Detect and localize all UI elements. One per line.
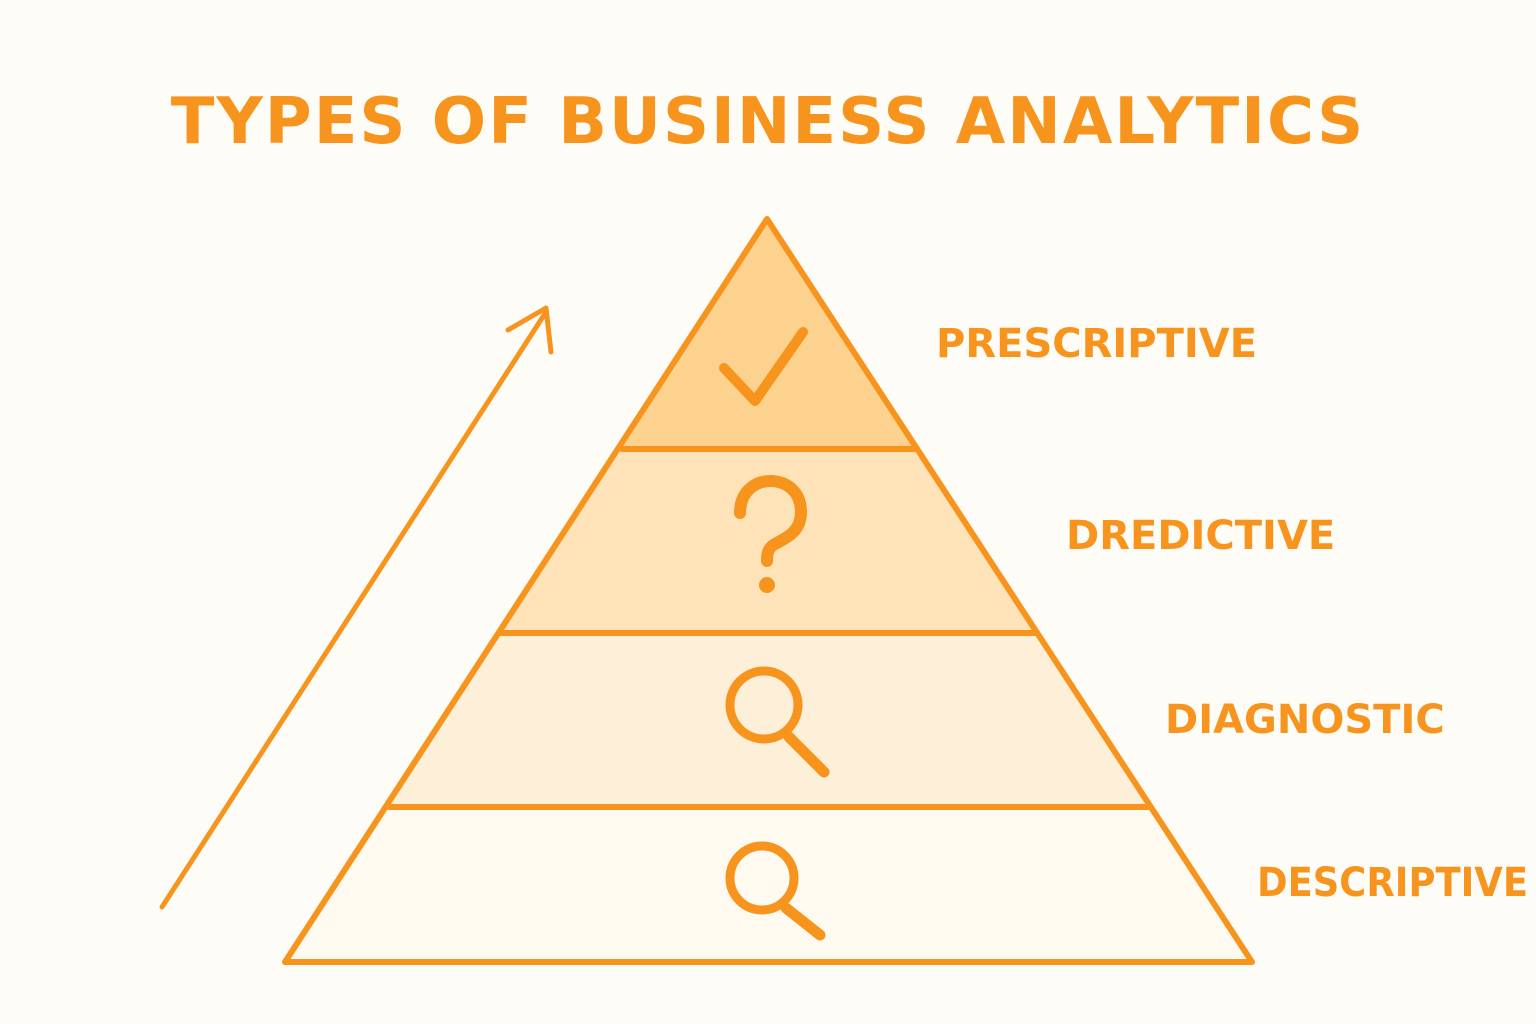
tier-label-diagnostic: DIAGNOSTIC [1165, 697, 1445, 743]
tier-label-predictive: DREDICTIVE [1066, 513, 1335, 559]
question-mark-icon [734, 475, 807, 593]
tier-descriptive [285, 810, 1250, 962]
magnifier-icon [725, 841, 826, 941]
tier-label-prescriptive: PRESCRIPTIVE [936, 321, 1257, 367]
tier-label-descriptive: DESCRIPTIVE [1257, 860, 1528, 906]
arrow-up-right-icon [159, 305, 554, 910]
pyramid-outline [282, 216, 1255, 965]
checkmark-icon [719, 327, 808, 406]
tier-predictive [500, 452, 1035, 632]
tier-prescriptive [623, 221, 913, 447]
magnifier-icon [725, 666, 830, 778]
tier-diagnostic [390, 636, 1146, 805]
page-title: TYPES OF BUSINESS ANALYTICS [170, 85, 1366, 159]
